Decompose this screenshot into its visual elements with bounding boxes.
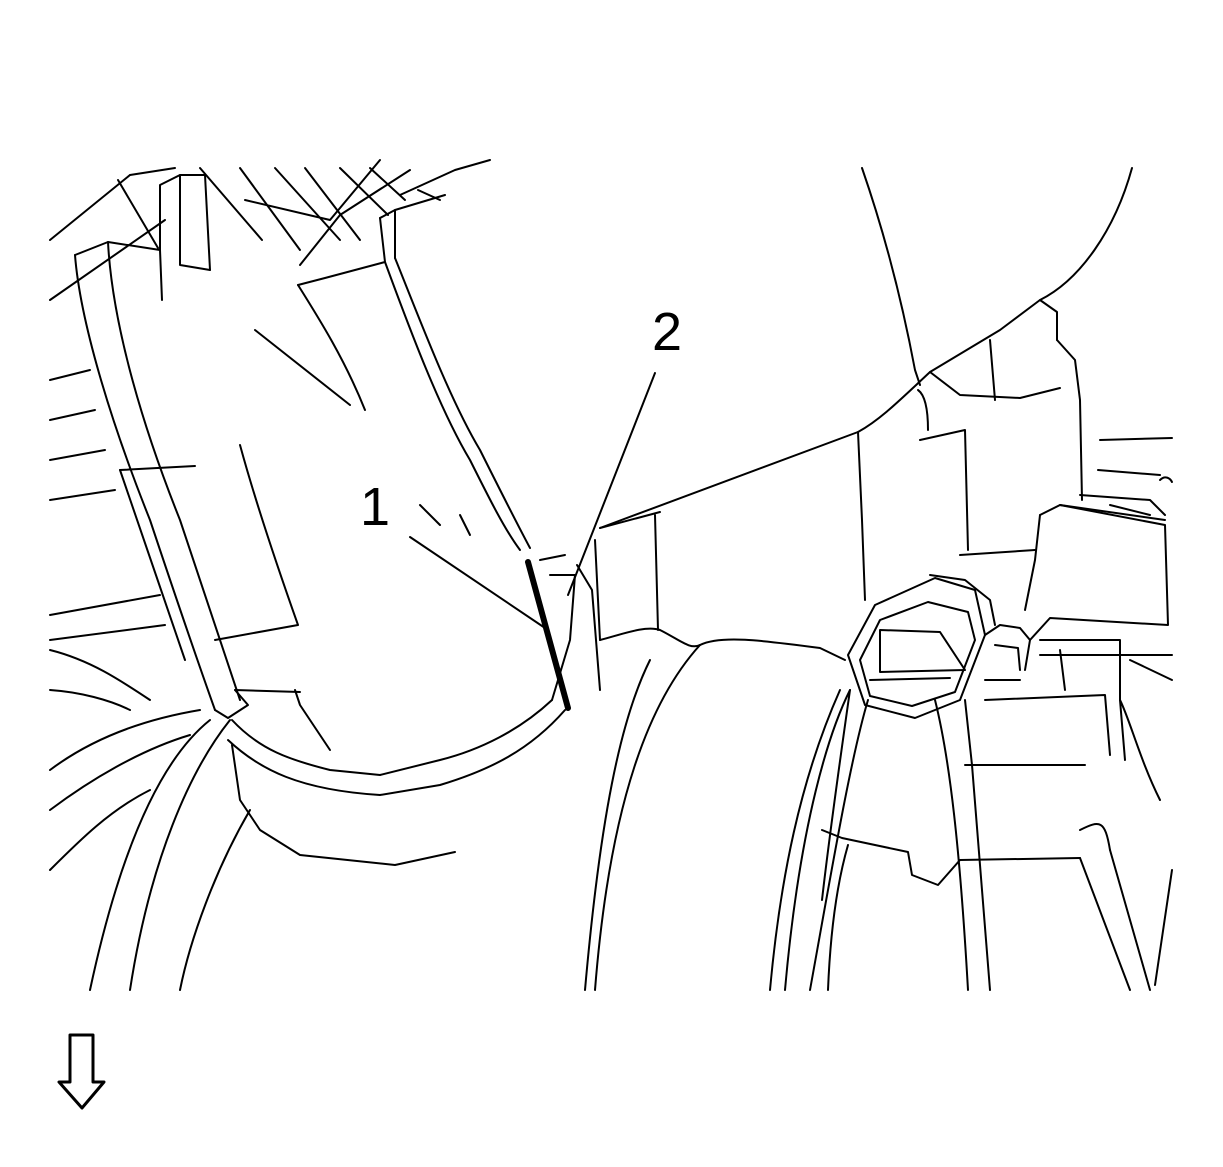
callout-2-leader	[567, 372, 656, 596]
duct-coupling	[49, 554, 601, 991]
large-hose	[584, 539, 846, 991]
upper-right-housing	[599, 167, 1133, 631]
intake-duct	[74, 174, 531, 751]
down-arrow-icon	[57, 1033, 106, 1110]
callout-2-label: 2	[652, 302, 682, 362]
callout-1-leader	[409, 536, 549, 631]
callout-1-label: 1	[360, 477, 390, 537]
hex-cap-assembly	[847, 437, 1173, 761]
highlighted-seam	[525, 559, 571, 711]
lower-bracket	[769, 689, 1173, 991]
